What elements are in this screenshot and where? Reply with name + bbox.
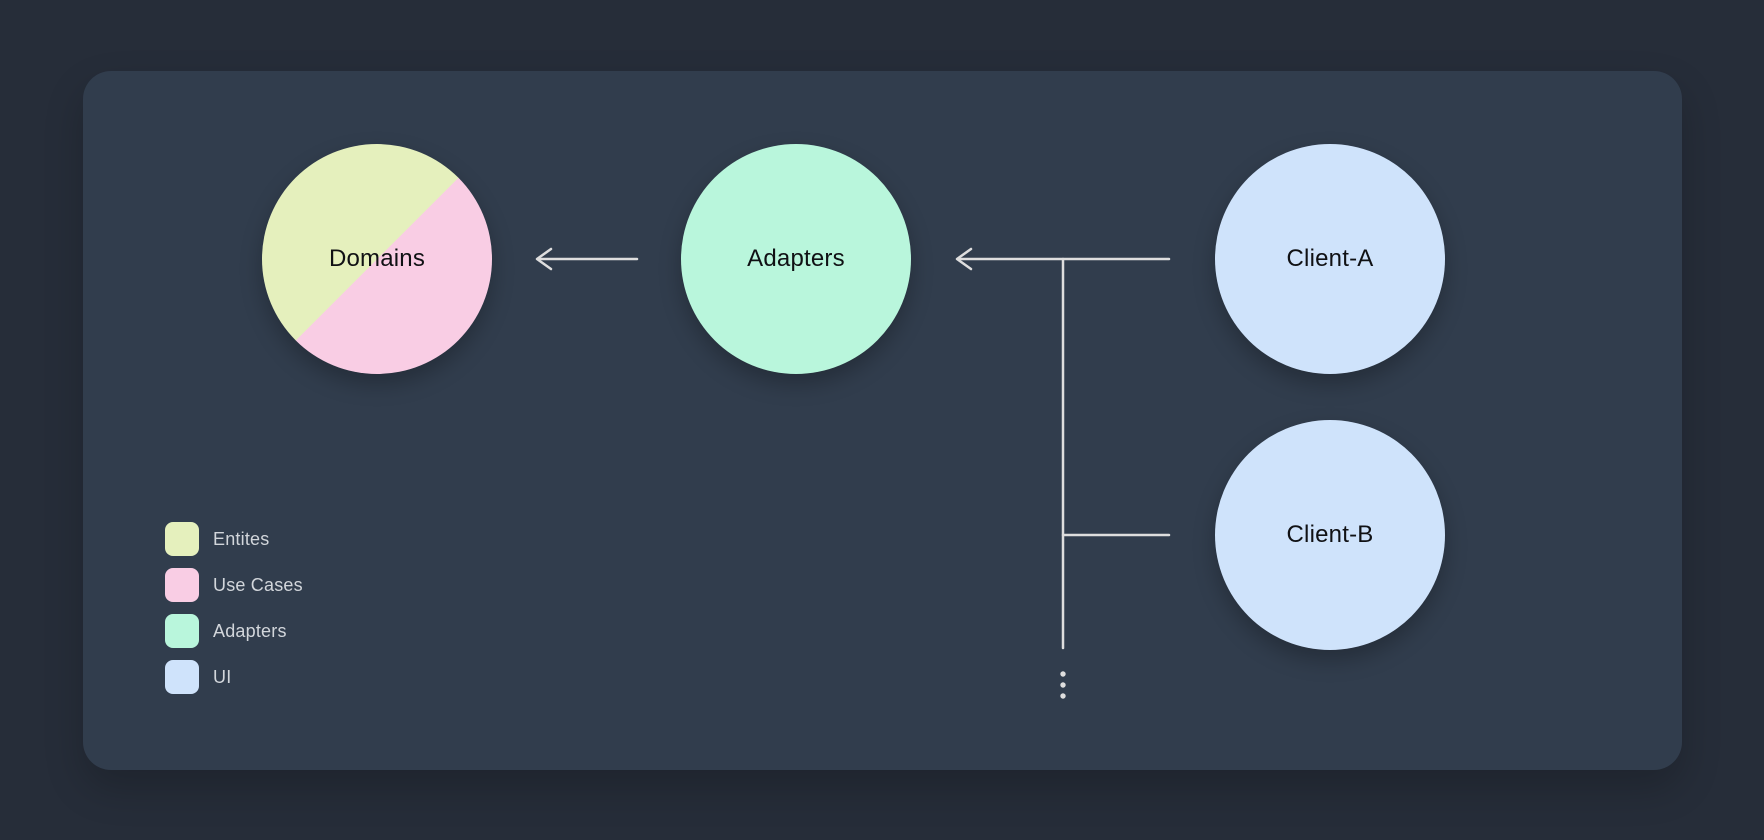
legend: Entites Use Cases Adapters UI xyxy=(165,522,303,694)
legend-label: Entites xyxy=(213,528,270,549)
legend-label: Adapters xyxy=(213,620,287,641)
node-client-a: Client-A xyxy=(1215,144,1445,374)
legend-swatch-adapters xyxy=(165,614,199,648)
legend-item-use-cases: Use Cases xyxy=(165,568,303,602)
legend-item-adapters: Adapters xyxy=(165,614,303,648)
legend-item-ui: UI xyxy=(165,660,303,694)
legend-swatch-use-cases xyxy=(165,568,199,602)
node-label: Client-A xyxy=(1286,245,1374,272)
node-label: Adapters xyxy=(747,245,845,272)
legend-swatch-entites xyxy=(165,522,199,556)
legend-swatch-ui xyxy=(165,660,199,694)
legend-label: UI xyxy=(213,666,232,687)
node-label: Client-B xyxy=(1286,521,1374,548)
node-domains: Domains xyxy=(262,144,492,374)
node-label: Domains xyxy=(328,245,426,272)
node-adapters: Adapters xyxy=(681,144,911,374)
node-client-b: Client-B xyxy=(1215,420,1445,650)
legend-label: Use Cases xyxy=(213,574,303,595)
legend-item-entites: Entites xyxy=(165,522,303,556)
